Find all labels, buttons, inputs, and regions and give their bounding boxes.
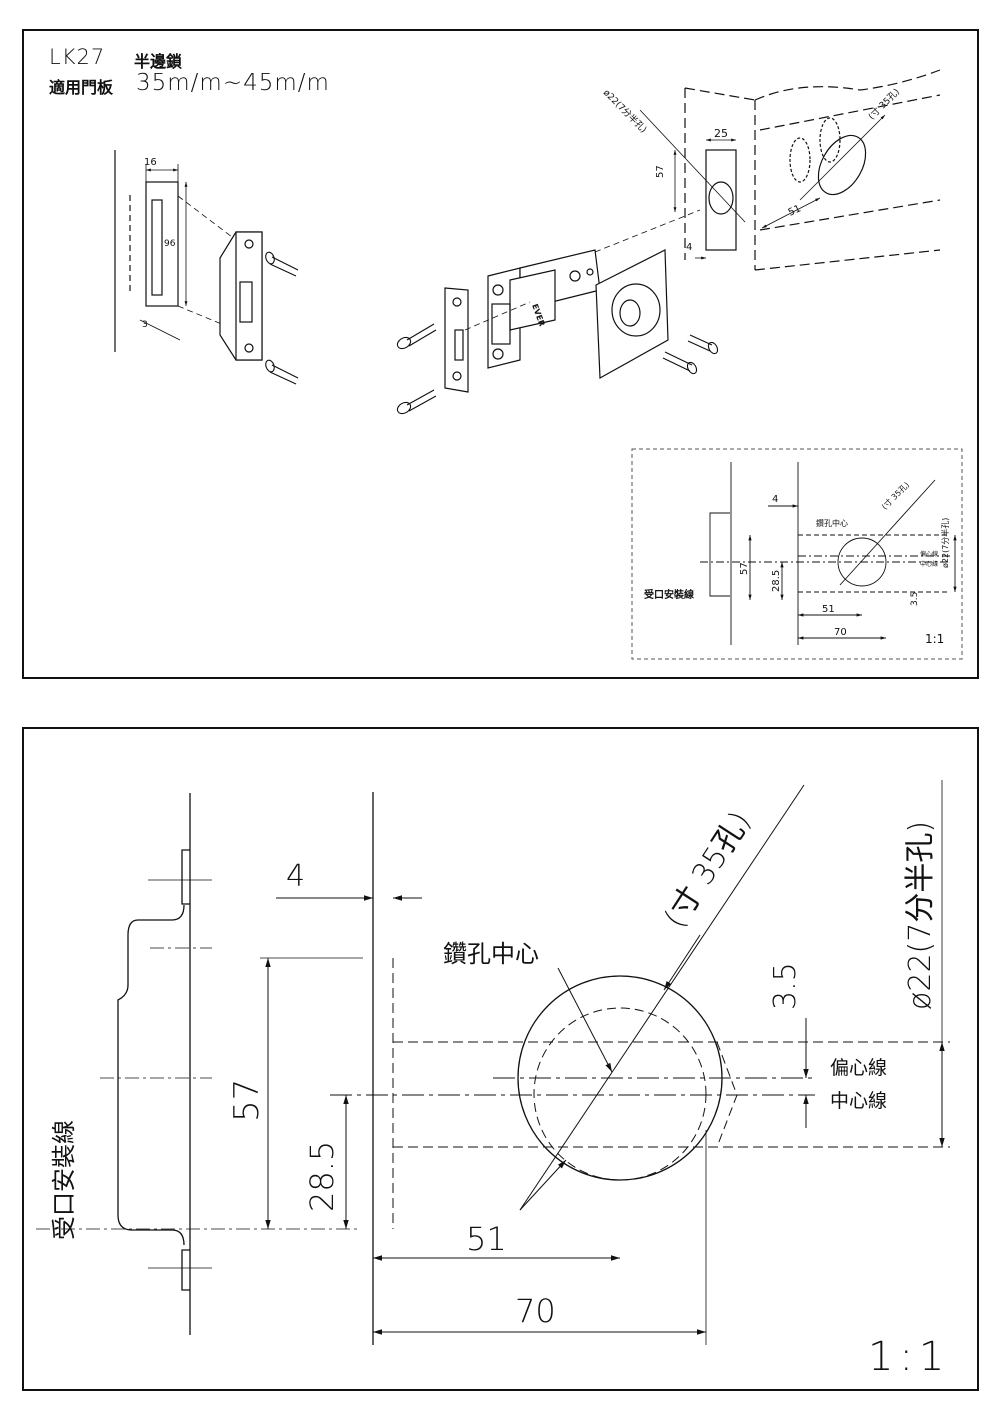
small-offset-dim: 4 — [772, 494, 778, 505]
bottom-drawing-frame — [22, 727, 979, 1391]
large-half-height-dim: 28.5 — [303, 1141, 341, 1212]
small-overall-dim: 70 — [834, 627, 847, 638]
top-drawing-frame — [22, 29, 979, 679]
small-half-height-dim: 28.5 — [771, 570, 782, 592]
small-center-line: 中心線 — [920, 560, 938, 568]
large-eccentric-dim: 3.5 — [768, 962, 803, 1010]
model-number: LK27 — [49, 45, 106, 69]
large-strike-line: 受口安裝線 — [50, 1120, 78, 1240]
door-edge-width: 25 — [714, 127, 728, 140]
large-hole-spec: (寸 35孔) — [657, 805, 758, 934]
large-hole-diameter: ø22(7分半孔) — [903, 821, 938, 1010]
small-detail-drawing — [700, 462, 957, 645]
large-backset-dim: 51 — [466, 1220, 507, 1258]
large-height-dim: 57 — [227, 1079, 267, 1122]
small-eccentric-line: 偏心線 — [920, 550, 938, 558]
small-detail-frame — [631, 448, 963, 660]
door-thickness-range: 35m/m~45m/m — [136, 70, 330, 96]
large-center-line: 中心線 — [830, 1090, 887, 1112]
door-offset-dim: 4 — [686, 242, 692, 253]
door-backset-dim: 51 — [787, 203, 803, 218]
strike-depth-dim: 3 — [142, 320, 148, 330]
latch-assembly-drawing — [396, 209, 719, 415]
large-overall-dim: 70 — [515, 1292, 556, 1330]
lock-name: 半邊鎖 — [134, 52, 183, 71]
small-strike-line: 受口安裝線 — [644, 588, 694, 601]
small-backset-dim: 51 — [822, 604, 835, 615]
small-hole-diameter: ø22(7分半孔) — [940, 518, 950, 568]
large-detail-drawing — [36, 780, 950, 1345]
small-eccentric-dim: 3.5 — [910, 592, 920, 606]
door-edge-drawing — [639, 69, 941, 271]
small-height-dim: 57 — [739, 562, 750, 575]
small-scale: 1:1 — [925, 632, 944, 646]
strike-height-dim: 96 — [164, 239, 176, 249]
large-eccentric-line: 偏心線 — [830, 1057, 887, 1079]
strike-plate-drawing — [114, 150, 299, 385]
large-drill-center: 鑽孔中心 — [443, 940, 539, 968]
door-height-dim: 57 — [655, 165, 666, 178]
large-scale: 1:1 — [868, 1334, 950, 1380]
small-hole-spec: (寸 35孔) — [879, 480, 911, 512]
strike-width-dim: 16 — [144, 157, 157, 168]
door-thickness-label: 適用門板 — [49, 78, 114, 97]
door-hole-diameter: ø22(7分半孔) — [601, 87, 650, 136]
large-offset-dim: 4 — [286, 859, 305, 894]
small-drill-center: 鑽孔中心 — [816, 518, 848, 528]
